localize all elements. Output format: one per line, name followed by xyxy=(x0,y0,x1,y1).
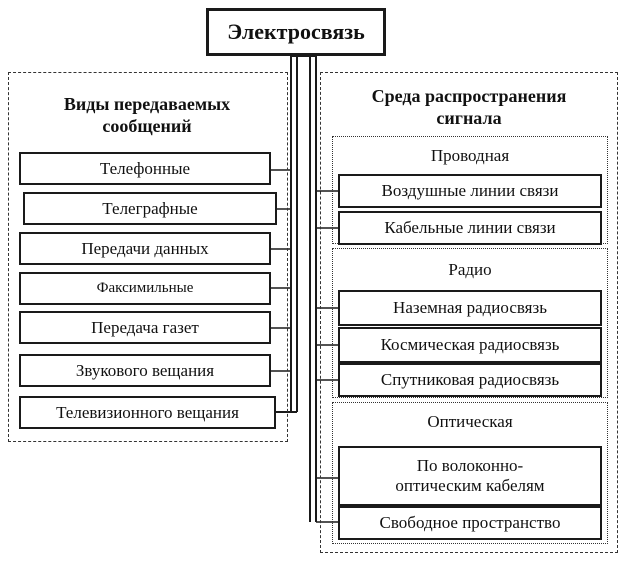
optical-group xyxy=(332,402,608,544)
medium-item-label: Кабельные линии связи xyxy=(384,218,556,238)
medium-item-satellite-radio: Спутниковая радиосвязь xyxy=(338,363,602,397)
medium-item-fiber-optic: По волоконно- оптическим кабелям xyxy=(338,446,602,506)
message-type-label: Телеграфные xyxy=(102,198,198,218)
message-type-data: Передачи данных xyxy=(19,232,271,265)
message-type-label: Звукового вещания xyxy=(75,360,215,380)
medium-heading: Среда распространения сигнала xyxy=(322,86,616,129)
medium-item-label-line2: оптическим кабелям xyxy=(395,476,545,495)
medium-item-label: Спутниковая радиосвязь xyxy=(380,370,560,390)
medium-item-space-radio: Космическая радиосвязь xyxy=(338,327,602,363)
wired-group-label: Проводная xyxy=(430,146,510,165)
medium-item-cable-lines: Кабельные линии связи xyxy=(338,211,602,245)
message-types-heading: Виды передаваемых сообщений xyxy=(12,94,282,137)
medium-heading-line1: Среда распространения xyxy=(371,86,567,106)
medium-item-label: Космическая радиосвязь xyxy=(380,335,560,355)
root-box: Электросвязь xyxy=(206,8,386,56)
message-types-heading-line2: сообщений xyxy=(102,115,192,136)
message-type-label: Телефонные xyxy=(99,158,191,178)
message-type-telegraph: Телеграфные xyxy=(23,192,277,225)
medium-item-label-line1: По волоконно- xyxy=(416,456,524,476)
radio-group xyxy=(332,248,608,398)
message-type-label: Телевизионного вещания xyxy=(56,402,239,422)
medium-panel xyxy=(320,72,618,553)
message-types-panel xyxy=(8,72,288,442)
message-type-telephone: Телефонные xyxy=(19,152,271,185)
message-type-sound: Звукового вещания xyxy=(19,354,271,387)
root-title: Электросвязь xyxy=(227,19,365,45)
message-type-label: Передачи данных xyxy=(81,238,209,258)
medium-item-label: Воздушные линии связи xyxy=(381,181,559,201)
message-type-label: Факсимильные xyxy=(96,279,194,296)
message-type-fax: Факсимильные xyxy=(19,272,271,305)
medium-item-overhead-lines: Воздушные линии связи xyxy=(338,174,602,208)
message-types-heading-line1: Виды передаваемых xyxy=(63,94,231,114)
medium-item-free-space: Свободное пространство xyxy=(338,506,602,540)
medium-heading-line2: сигнала xyxy=(436,107,502,128)
radio-group-label: Радио xyxy=(448,260,492,279)
medium-item-label: Наземная радиосвязь xyxy=(393,298,547,318)
medium-item-label: Свободное пространство xyxy=(379,513,561,533)
message-type-tv: Телевизионного вещания xyxy=(19,396,276,429)
medium-item-terrestrial-radio: Наземная радиосвязь xyxy=(338,290,602,326)
message-type-newspaper: Передача газет xyxy=(19,311,271,344)
optical-group-label: Оптическая xyxy=(427,412,513,431)
message-type-label: Передача газет xyxy=(91,317,199,337)
